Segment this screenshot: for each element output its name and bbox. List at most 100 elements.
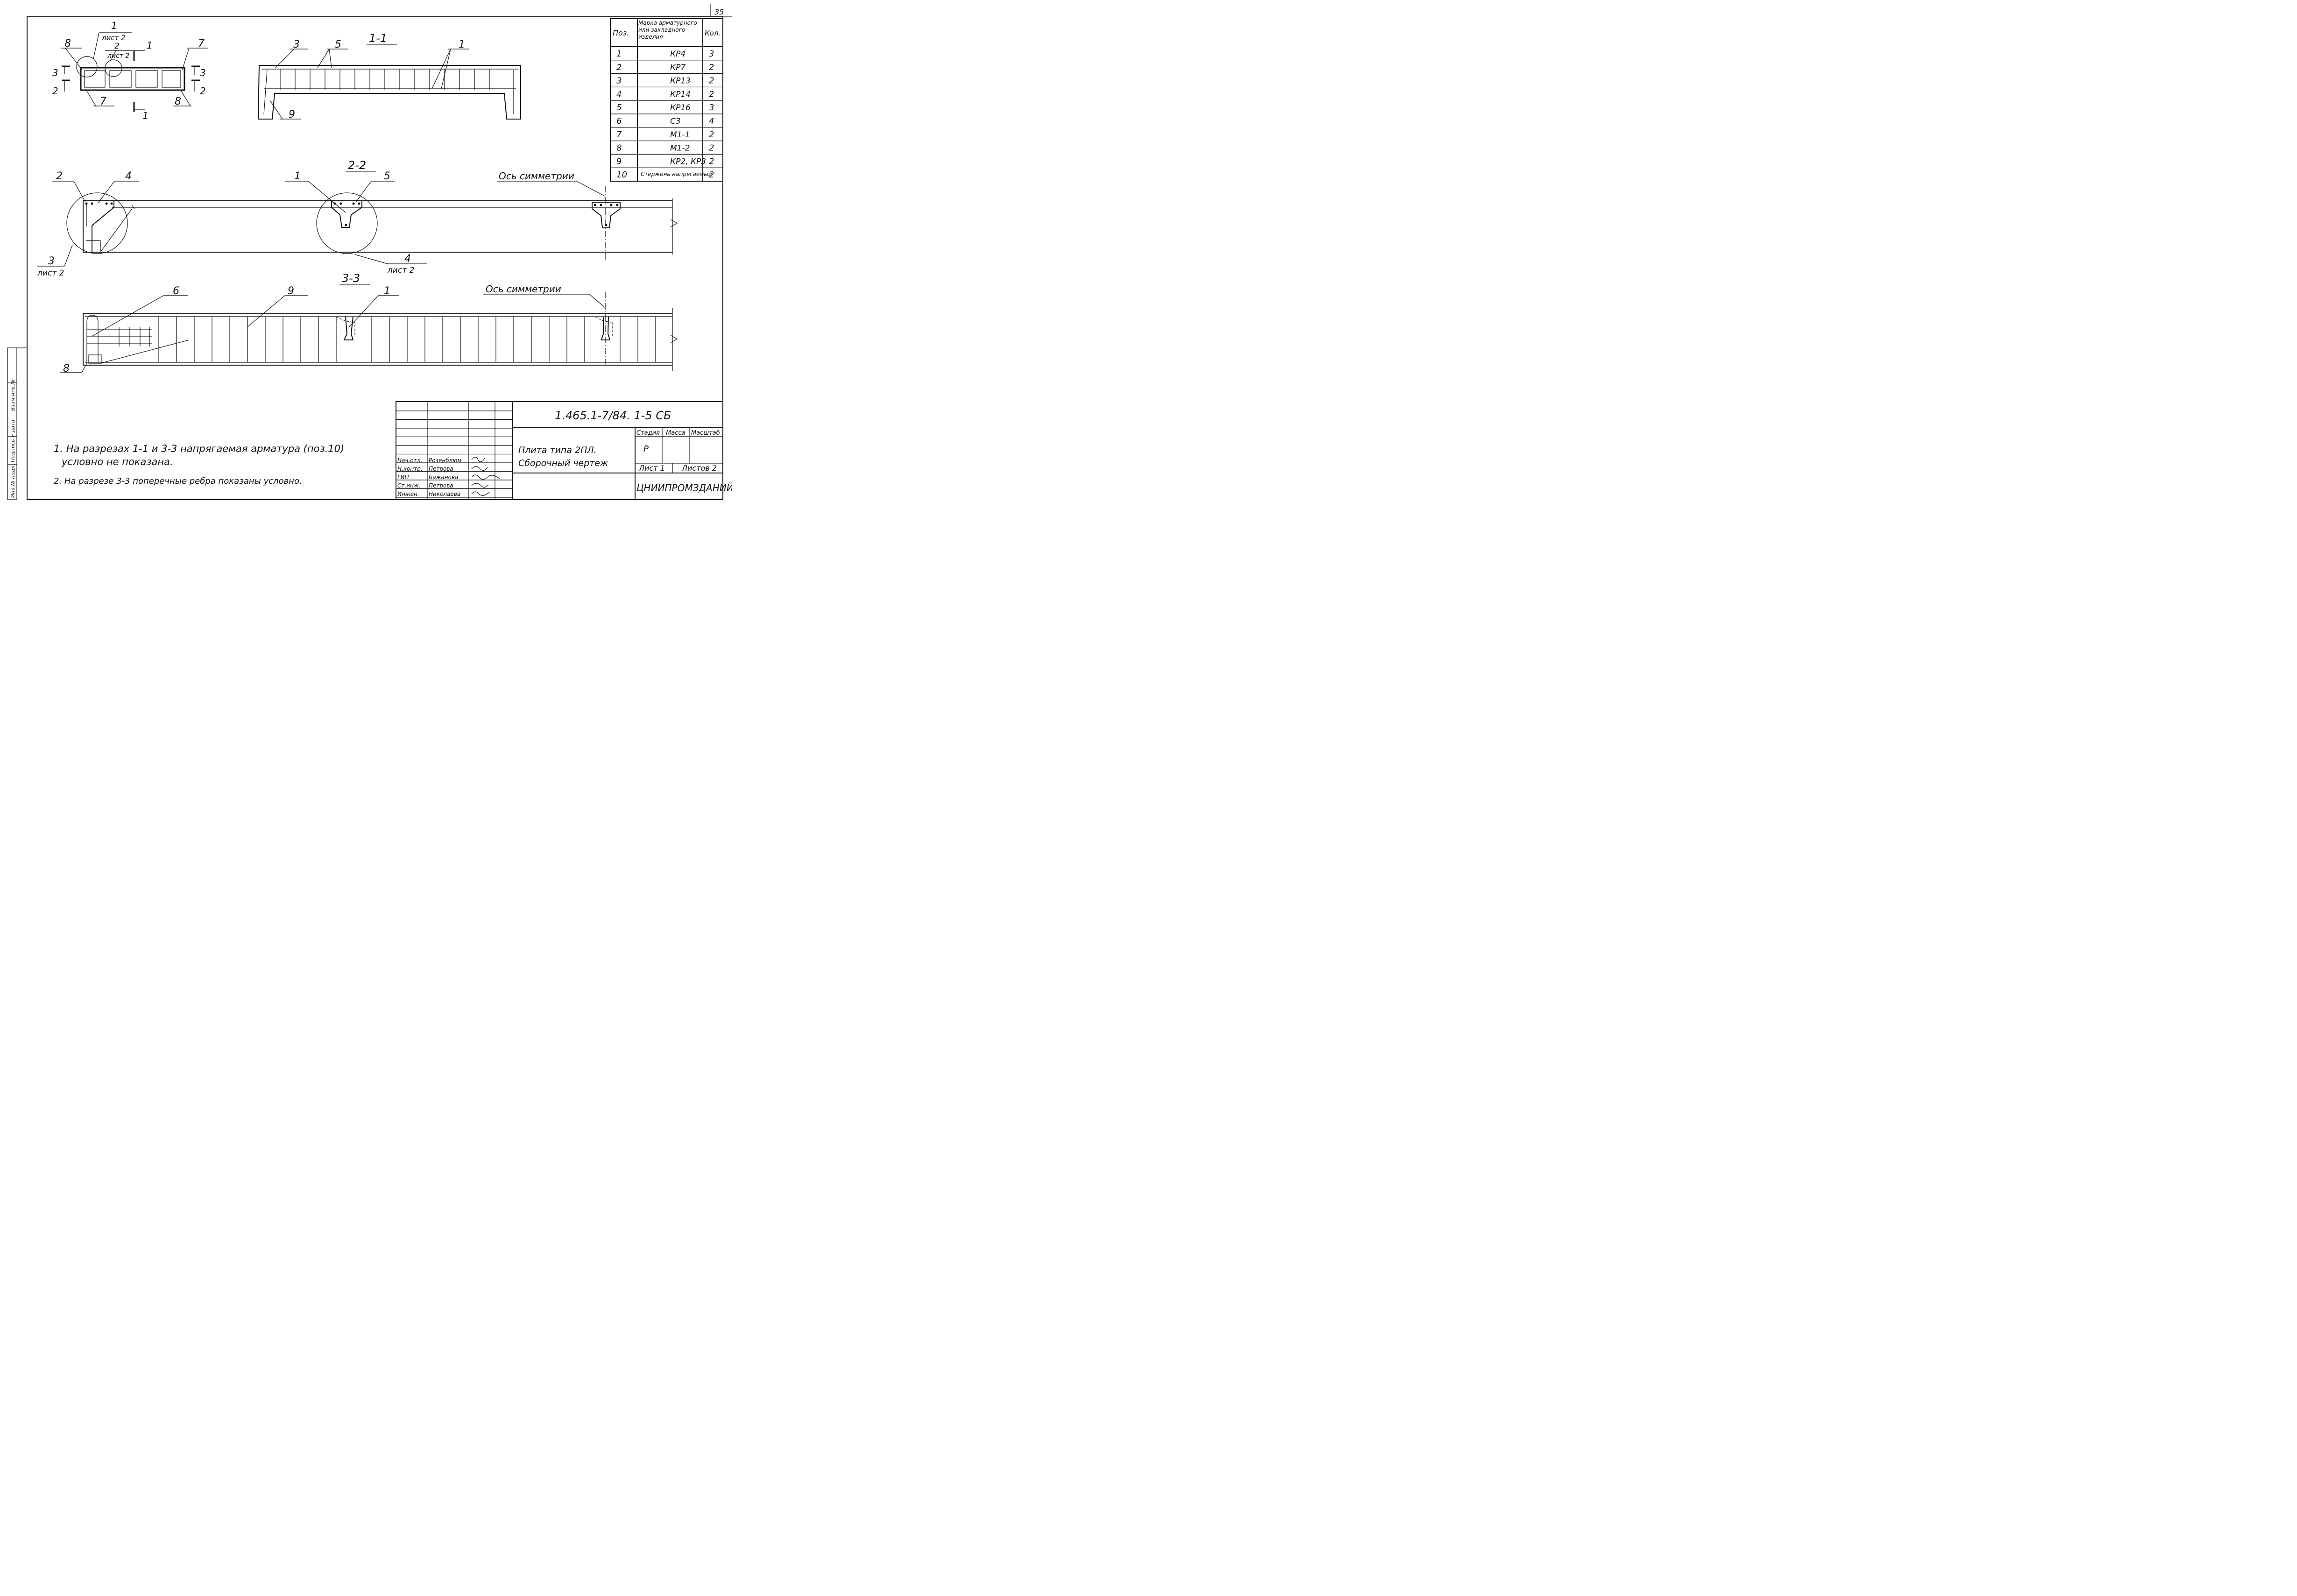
spec-row-mark: КР13 [670, 77, 691, 86]
end-loop [86, 315, 99, 362]
leader [308, 181, 346, 213]
side-stamp-vzam: Взам.инв.№ [10, 379, 16, 411]
plan-label-7-bottom: 7 [100, 96, 106, 107]
structural-drawing-sheet: 35 Инв.№ подл. Подпись и дата Взам.инв.№… [7, 4, 732, 500]
leader [110, 50, 116, 61]
spec-row-qty: 4 [709, 116, 714, 126]
name: Николаева [429, 491, 460, 497]
mass-header: Масса [666, 430, 685, 437]
spec-row-qty: 2 [709, 76, 714, 86]
rib-hidden [595, 316, 613, 336]
plan-cell [162, 70, 181, 88]
spec-row-qty: 3 [709, 103, 714, 113]
section-1-1-label-5: 5 [335, 39, 341, 50]
title-line-2: Сборочный чертеж [518, 458, 608, 468]
spec-header-pos: Поз. [613, 28, 629, 37]
spec-row-mark: КР16 [670, 103, 691, 113]
spec-row-pos: 7 [616, 130, 622, 140]
plan-callout-2-sheet: лист 2 [107, 52, 129, 60]
sheet-number: 35 [714, 7, 724, 16]
side-stamp-podpis: Подпись и дата [10, 420, 16, 462]
diagonal-rebar [100, 339, 190, 364]
spec-header-qty: Кол. [705, 29, 721, 37]
end-plate [88, 354, 102, 364]
sheet-frame: 35 [27, 4, 732, 500]
section-3-3-stirrups [158, 317, 656, 362]
side-stamp-box [7, 347, 17, 500]
name: Бажанова [429, 474, 458, 480]
sheets-label: Листов 2 [681, 464, 717, 473]
section-3-3-symmetry-axis: Ось симметрии [486, 283, 561, 295]
note-2: 2. На разрезе 3-3 поперечные ребра показ… [54, 476, 302, 486]
leader [73, 181, 86, 203]
notes: 1. На разрезах 1-1 и 3-3 напрягаемая арм… [54, 443, 344, 486]
section-2-2-callout-3-sheet: лист 2 [37, 268, 64, 278]
spec-row-pos: 10 [616, 170, 627, 180]
section-2-2-callout-4: 4 [404, 253, 411, 265]
plan-cut-left-2: 2 [52, 85, 58, 97]
role: Ст.инж. [397, 482, 420, 489]
plan-outline [80, 67, 185, 91]
plan-cut-right-3: 3 [200, 67, 206, 78]
leader [100, 209, 132, 253]
section-1-1-label-9: 9 [289, 109, 295, 120]
leader [98, 181, 115, 204]
plan-cell [135, 70, 158, 88]
break-mark [670, 219, 678, 227]
spec-row-qty: 2 [709, 170, 714, 180]
leader [576, 181, 605, 197]
plan-label-8: 8 [64, 38, 71, 49]
spec-row-pos: 8 [616, 143, 622, 153]
section-1-1-label-3: 3 [293, 39, 300, 50]
spec-row-qty: 2 [709, 143, 714, 153]
section-2-2-callout-4-sheet: лист 2 [387, 266, 414, 275]
spec-row-qty: 2 [709, 89, 714, 99]
section-1-1: 1-1 3 5 1 9 [257, 32, 521, 120]
spec-header-mark-wrap: Марка арматурного или закладного изделия [638, 20, 697, 40]
leader [93, 32, 99, 59]
spec-row-qty: 2 [709, 130, 714, 140]
section-2-2-label-5: 5 [384, 170, 390, 182]
section-3-3-label-8: 8 [63, 363, 70, 374]
leader [317, 49, 330, 68]
name: Петрова [429, 466, 453, 472]
section-3-3-title: 3-3 [342, 272, 360, 285]
plan-cut-right-2: 2 [200, 85, 206, 97]
plan-label-8-bottom: 8 [175, 96, 181, 107]
spec-row-mark: КР7 [670, 63, 686, 72]
section-2-2-label-1: 1 [294, 170, 301, 182]
spec-row-mark: Стержень напрягаемый [641, 171, 712, 177]
organization: ЦНИИПРОМЗДАНИЙ [636, 482, 732, 494]
section-2-2-title: 2-2 [348, 159, 366, 172]
section-2-2-callout-3: 3 [48, 255, 55, 267]
end-rib [83, 200, 114, 253]
stage-header: Стадия [636, 430, 660, 437]
plan-view: 1 лист 2 2 лист 2 8 7 7 8 3 2 3 2 1 1 [52, 20, 208, 121]
leader [349, 295, 379, 327]
frame-border [27, 16, 723, 500]
note-1-line-2: условно не показана. [61, 456, 173, 467]
symmetry-rib [592, 202, 621, 228]
role: ГИП [397, 474, 409, 480]
section-3-3-label-6: 6 [173, 285, 179, 297]
leader [441, 49, 451, 89]
plan-cut-1-bottom: 1 [142, 110, 148, 121]
spec-row-qty: 2 [709, 63, 714, 72]
section-2-2: 2-2 [37, 159, 678, 278]
role: Нач.отд. [397, 457, 423, 464]
spec-row-mark: КР2, КР3 [670, 157, 706, 166]
leader [354, 254, 388, 264]
rib-hidden [336, 316, 355, 336]
spec-row-mark: С3 [670, 117, 681, 126]
middle-rib [331, 200, 362, 228]
leader [247, 295, 285, 327]
spec-row-pos: 9 [616, 156, 622, 166]
spec-row-pos: 5 [616, 103, 622, 113]
leader [81, 363, 87, 373]
name: Розенблюм [429, 457, 461, 464]
plan-cell [109, 70, 132, 88]
plan-cut-left-3: 3 [52, 67, 58, 78]
spec-row-qty: 3 [709, 49, 714, 59]
